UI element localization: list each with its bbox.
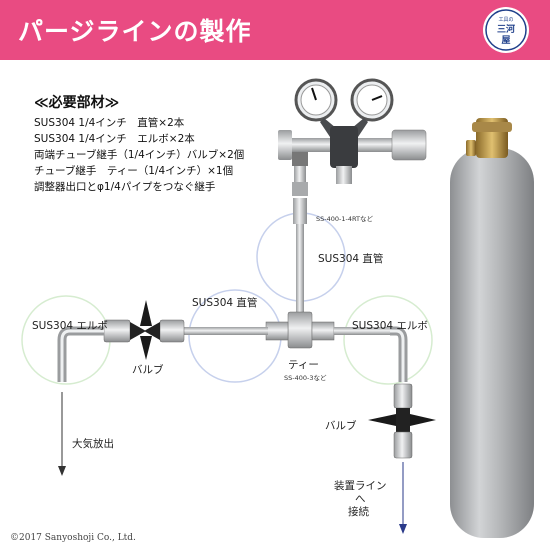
svg-text:三河: 三河 bbox=[497, 23, 515, 35]
middle-pipe bbox=[182, 327, 268, 335]
parts-title: ≪必要部材≫ bbox=[34, 95, 120, 111]
left-valve bbox=[103, 300, 185, 360]
tee-part-label: SS-400-3など bbox=[284, 374, 327, 382]
parts-item: チューブ継手 ティー（1/4インチ）×1個 bbox=[34, 165, 234, 177]
parts-item: SUS304 1/4インチ エルボ×2本 bbox=[34, 133, 195, 145]
exhaust-label: 大気放出 bbox=[72, 438, 114, 450]
parts-item: 調整器出口とφ1/4パイプをつなぐ継手 bbox=[34, 181, 216, 193]
tee-label: ティー bbox=[288, 359, 319, 371]
right-valve bbox=[368, 383, 436, 459]
highlight-circle-right bbox=[343, 295, 433, 385]
device-line-arrow bbox=[399, 462, 407, 534]
regulator-part-label: SS-400-1-4RTなど bbox=[316, 215, 373, 223]
left-elbow bbox=[57, 326, 104, 382]
device-line-label: 装置ライン bbox=[334, 480, 387, 492]
header-banner: パージラインの製作 工具の 三河 屋 bbox=[0, 0, 550, 60]
device-line-label-3: 接続 bbox=[348, 506, 369, 518]
gas-cylinder bbox=[450, 118, 534, 538]
page-title: パージラインの製作 bbox=[18, 17, 252, 46]
copyright: ©2017 Sanyoshoji Co., Ltd. bbox=[10, 533, 136, 543]
parts-item: SUS304 1/4インチ 直管×2本 bbox=[34, 117, 185, 129]
right-valve-label: バルブ bbox=[325, 420, 357, 432]
tee-fitting bbox=[265, 311, 335, 349]
left-elbow-label: SUS304 エルボ bbox=[32, 320, 108, 332]
right-elbow bbox=[390, 326, 408, 382]
upper-pipe-label: SUS304 直管 bbox=[318, 253, 384, 265]
svg-text:工具の: 工具の bbox=[498, 17, 513, 23]
logo-seal: 工具の 三河 屋 bbox=[483, 7, 529, 53]
right-pipe bbox=[334, 327, 394, 335]
middle-pipe-label: SUS304 直管 bbox=[192, 297, 258, 309]
pressure-regulator bbox=[278, 78, 427, 224]
left-valve-label: バルブ bbox=[132, 364, 164, 376]
exhaust-arrow bbox=[58, 392, 66, 476]
svg-text:屋: 屋 bbox=[501, 35, 510, 46]
right-elbow-label: SUS304 エルボ bbox=[352, 320, 428, 332]
device-line-label-2: へ bbox=[355, 493, 366, 505]
required-parts-list: ≪必要部材≫ SUS304 1/4インチ 直管×2本 SUS304 1/4インチ… bbox=[34, 95, 244, 195]
upper-pipe bbox=[296, 224, 304, 314]
parts-item: 両端チューブ継手（1/4インチ）バルブ×2個 bbox=[34, 149, 245, 161]
